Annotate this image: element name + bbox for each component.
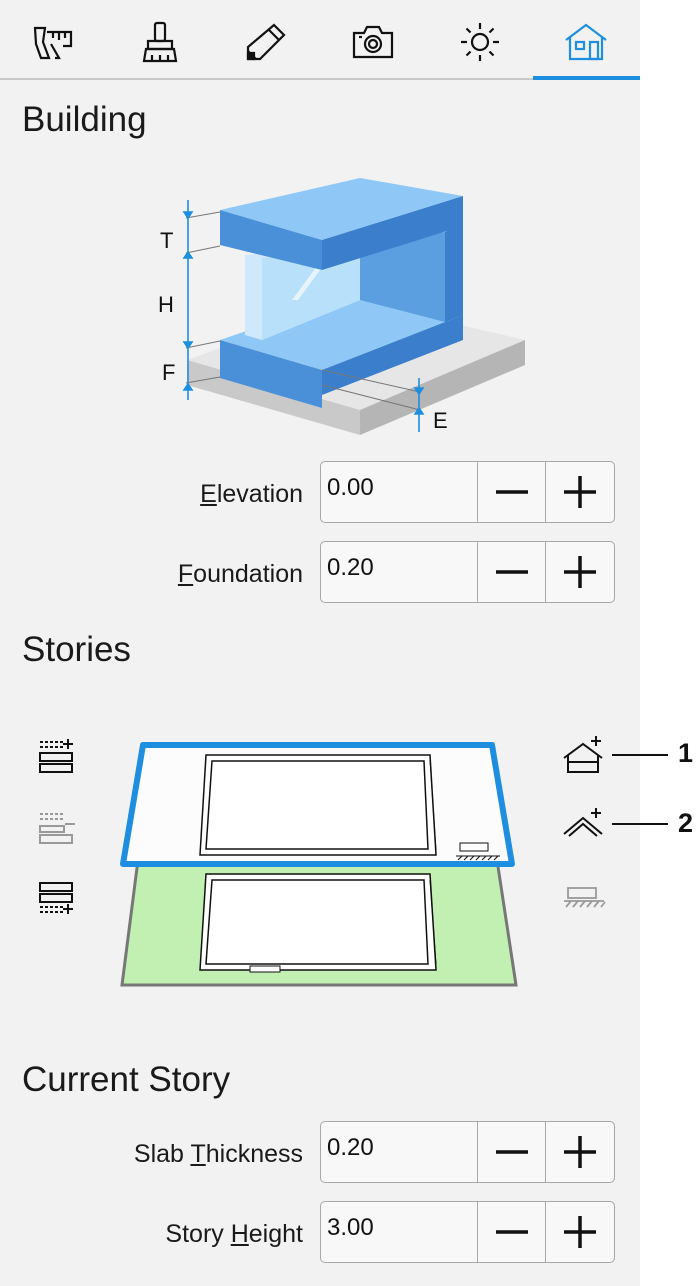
diagram-label-h: H xyxy=(158,292,174,317)
stories-stack-diagram xyxy=(120,742,518,987)
story-height-input[interactable]: 3.00 xyxy=(321,1202,478,1262)
slab-thickness-increment-button[interactable] xyxy=(545,1122,614,1182)
callout-lines xyxy=(612,754,668,825)
foundation-increment-button[interactable] xyxy=(545,542,614,602)
pencil-icon xyxy=(246,23,286,61)
house-icon xyxy=(565,23,607,61)
story-height-decrement-button[interactable] xyxy=(478,1202,546,1262)
add-story-below-button[interactable] xyxy=(38,880,78,923)
add-story-below-icon xyxy=(39,882,73,914)
plus-icon xyxy=(564,1136,597,1168)
elevation-spinner: 0.00 xyxy=(320,461,615,523)
minus-icon xyxy=(495,490,528,494)
brush-icon xyxy=(142,21,178,63)
story-height-label: Story Height xyxy=(165,1220,303,1248)
plus-icon xyxy=(564,1216,597,1248)
remove-story-button[interactable] xyxy=(38,810,78,851)
tab-draw[interactable] xyxy=(226,8,306,76)
elevation-decrement-button[interactable] xyxy=(478,462,546,522)
minus-icon xyxy=(495,570,528,574)
ground-icon xyxy=(564,887,606,908)
slab-thickness-spinner: 0.20 xyxy=(320,1121,615,1183)
tab-bar-divider xyxy=(0,78,640,80)
slab-thickness-label: Slab Thickness xyxy=(133,1140,303,1168)
plus-icon xyxy=(564,556,597,588)
callout-1: 1 xyxy=(678,738,694,768)
elevation-increment-button[interactable] xyxy=(545,462,614,522)
measure-tools-icon xyxy=(33,26,73,60)
foundation-decrement-button[interactable] xyxy=(478,542,546,602)
tab-camera[interactable] xyxy=(333,8,413,76)
foundation-spinner: 0.20 xyxy=(320,541,615,603)
add-roof-icon xyxy=(563,736,603,773)
diagram-label-f: F xyxy=(162,360,175,385)
minus-icon xyxy=(495,1150,528,1154)
slab-thickness-input[interactable]: 0.20 xyxy=(321,1122,478,1182)
elevation-input[interactable]: 0.00 xyxy=(321,462,478,522)
diagram-label-t: T xyxy=(160,228,173,253)
tab-building[interactable] xyxy=(546,8,626,76)
minus-icon xyxy=(495,1230,528,1234)
sun-icon xyxy=(461,23,499,61)
add-story-above-icon xyxy=(39,739,73,773)
foundation-label: Foundation xyxy=(177,560,303,588)
active-tab-indicator xyxy=(533,76,640,80)
tool-tab-bar xyxy=(0,0,640,80)
story-height-increment-button[interactable] xyxy=(545,1202,614,1262)
add-story-above-button[interactable] xyxy=(38,738,78,781)
stories-section-title: Stories xyxy=(22,630,131,669)
story-level-1-current[interactable] xyxy=(120,742,515,867)
add-roof-only-icon xyxy=(563,808,603,837)
building-parameters-diagram: T H F E xyxy=(158,178,525,435)
tab-sun[interactable] xyxy=(440,8,520,76)
slab-thickness-decrement-button[interactable] xyxy=(478,1122,546,1182)
story-level-0[interactable] xyxy=(120,858,518,987)
ground-level-button[interactable] xyxy=(562,886,606,917)
add-roof-button[interactable] xyxy=(562,806,608,847)
elevation-label: Elevation xyxy=(200,480,303,508)
camera-icon xyxy=(352,25,394,59)
tab-material[interactable] xyxy=(120,8,200,76)
story-height-spinner: 3.00 xyxy=(320,1201,615,1263)
current-story-section-title: Current Story xyxy=(22,1060,231,1099)
plus-icon xyxy=(564,476,597,508)
building-section-title: Building xyxy=(22,100,147,139)
diagram-label-e: E xyxy=(433,408,448,433)
tab-measure[interactable] xyxy=(13,8,93,76)
foundation-input[interactable]: 0.20 xyxy=(321,542,478,602)
callout-2: 2 xyxy=(678,808,694,838)
remove-story-icon xyxy=(39,813,75,844)
add-roof-story-button[interactable] xyxy=(562,734,608,781)
